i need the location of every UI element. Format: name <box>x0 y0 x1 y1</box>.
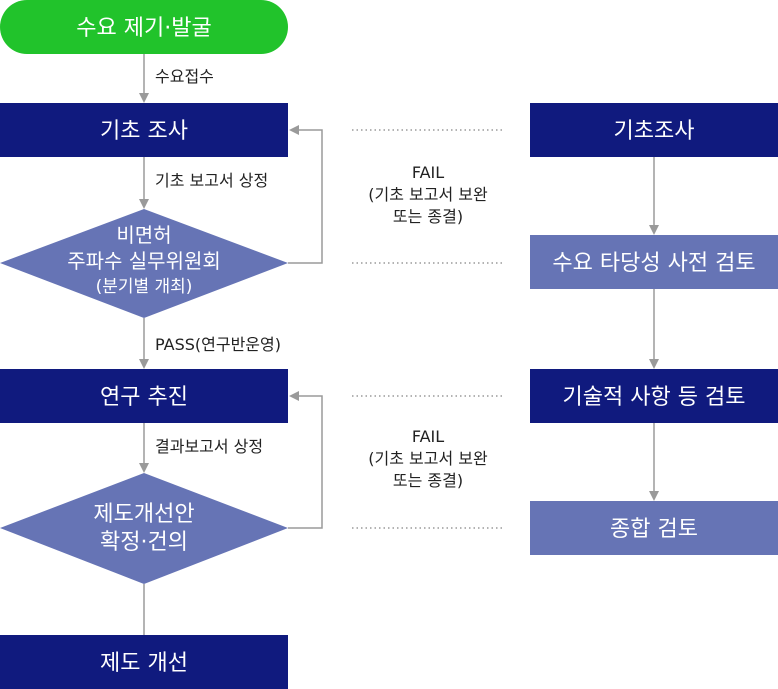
research-node <box>0 369 288 423</box>
right-step-2-node <box>530 235 778 289</box>
right-step-4-node <box>530 501 778 555</box>
research-label: 연구 추진 <box>100 385 188 410</box>
right-step-3-label: 기술적 사항 등 검토 <box>563 385 746 410</box>
fail-label-2-line-1: FAIL <box>412 427 444 446</box>
edge-report-label: 기초 보고서 상정 <box>155 171 268 190</box>
fail-label-1-line-2: (기초 보고서 보완 <box>368 185 488 204</box>
start-node <box>0 0 288 54</box>
right-step-3-node <box>530 369 778 423</box>
committee-line-1: 비면허 <box>116 223 171 247</box>
decision-line-2: 확정·건의 <box>100 530 188 555</box>
edge-intake-label: 수요접수 <box>155 67 214 86</box>
edge-result-label: 결과보고서 상정 <box>155 437 263 456</box>
fail-label-2-line-3: 또는 종결) <box>393 471 463 490</box>
fail-loop-2 <box>288 391 323 529</box>
decision-line-1: 제도개선안 <box>93 502 194 527</box>
right-step-4-label: 종합 검토 <box>610 517 698 542</box>
final-decision-node <box>0 473 288 584</box>
start-node-label: 수요 제기·발굴 <box>76 16 211 41</box>
basic-survey-node <box>0 103 288 157</box>
basic-survey-label: 기초 조사 <box>100 119 188 144</box>
fail-label-1-line-1: FAIL <box>412 163 444 182</box>
committee-decision-node <box>0 209 288 318</box>
right-step-2-label: 수요 타당성 사전 검토 <box>552 251 755 276</box>
right-step-1-node <box>530 103 778 157</box>
fail-loop-1 <box>288 125 323 264</box>
committee-line-3: (분기별 개최) <box>96 277 193 297</box>
edge-pass-label: PASS(연구반운영) <box>155 335 281 354</box>
right-step-1-label: 기초조사 <box>614 119 695 144</box>
final-node <box>0 635 288 689</box>
final-label: 제도 개선 <box>100 651 188 676</box>
fail-label-1-line-3: 또는 종결) <box>393 207 463 226</box>
committee-line-2: 주파수 실무위원회 <box>67 249 221 273</box>
fail-label-2-line-2: (기초 보고서 보완 <box>368 449 488 468</box>
